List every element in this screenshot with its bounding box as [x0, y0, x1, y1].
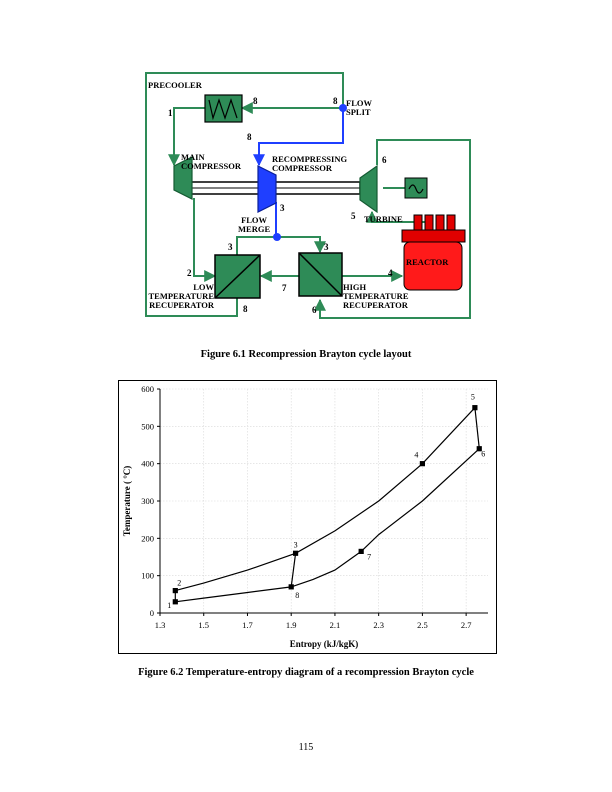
- state-point-marker: [292, 550, 299, 556]
- state-number: 1: [168, 108, 173, 118]
- x-tick-label: 2.1: [330, 620, 341, 630]
- pipe-split-to-recompressor: [253, 108, 344, 167]
- main-compressor-icon: [173, 156, 193, 200]
- y-axis-title: Temperature ( °C): [122, 466, 132, 537]
- y-tick-label: 300: [141, 496, 154, 506]
- y-tick-label: 200: [141, 533, 154, 543]
- high-recuperator-label: HIGH TEMPERATURE RECUPERATOR: [343, 282, 409, 310]
- y-tick-label: 500: [141, 421, 154, 431]
- state-number: 5: [351, 211, 356, 221]
- state-number: 8: [333, 96, 338, 106]
- recompressor-icon: [257, 165, 277, 213]
- state-point-label: 4: [414, 451, 418, 460]
- cycle-curve: [175, 407, 476, 592]
- ts-chart: 0 100 200 300 400 500 600 1.3 1.5 1.7 1.9 2.1 2.3 2.5…: [122, 384, 488, 649]
- cycle-layout-diagram: [145, 72, 471, 319]
- state-number: 8: [243, 304, 248, 314]
- x-tick-label: 2.7: [461, 620, 472, 630]
- pipe-outer-loop: [145, 72, 344, 317]
- state-number: 4: [388, 268, 393, 278]
- flow-split-node: [339, 104, 347, 112]
- recompressing-compressor-label: RECOMPRESSING COMPRESSOR: [272, 154, 348, 173]
- pipe-compressor-to-low-recup: [193, 198, 217, 282]
- reactor-icon: [401, 214, 466, 291]
- flow-split-label: FLOW SPLIT: [346, 98, 372, 117]
- page-number: 115: [298, 742, 314, 753]
- chart-frame: [118, 380, 497, 654]
- state-point-marker: [472, 405, 478, 411]
- pipe-low-recup-to-merge: [236, 236, 277, 255]
- cycle-curve: [175, 448, 480, 603]
- turbine-label: TURBINE: [364, 214, 403, 224]
- x-tick-label: 1.3: [155, 620, 166, 630]
- y-tick-label: 100: [141, 571, 154, 581]
- main-compressor-label: MAIN COMPRESSOR: [181, 152, 241, 171]
- state-point-label: 3: [294, 540, 298, 549]
- pipe-precooler-to-compressor: [168, 107, 205, 167]
- x-tick-label: 1.7: [242, 620, 253, 630]
- state-number: 2: [187, 268, 192, 278]
- state-point-marker: [476, 446, 482, 452]
- state-number: 6: [312, 305, 317, 315]
- state-number: 8: [247, 132, 252, 142]
- state-point-label: 1: [167, 601, 171, 610]
- x-axis-title: Entropy (kJ/kgK): [290, 639, 359, 649]
- state-point-marker: [288, 584, 294, 590]
- x-tick-label: 2.5: [417, 620, 428, 630]
- state-point-marker: [358, 548, 364, 554]
- x-tick-label: 1.9: [286, 620, 297, 630]
- state-point-marker: [419, 461, 425, 467]
- figure1-caption: Figure 6.1 Recompression Brayton cycle l…: [200, 349, 412, 360]
- state-point-label: 7: [367, 552, 371, 561]
- flow-merge-node: [273, 233, 281, 241]
- y-tick-label: 0: [150, 608, 154, 618]
- state-number: 3: [228, 242, 233, 252]
- state-point-label: 2: [177, 579, 181, 588]
- y-tick-label: 600: [141, 384, 154, 394]
- state-number: 7: [282, 283, 287, 293]
- state-point-marker: [172, 588, 178, 594]
- pipe-turbine-to-high-recup: [314, 139, 471, 319]
- x-tick-label: 1.5: [198, 620, 209, 630]
- turbine-icon: [359, 164, 378, 214]
- state-point-label: 5: [471, 393, 475, 402]
- state-number: 3: [324, 242, 329, 252]
- state-point-label: 8: [295, 591, 299, 600]
- state-point-marker: [172, 599, 178, 605]
- x-tick-label: 2.3: [373, 620, 384, 630]
- state-number: 8: [253, 96, 258, 106]
- pipe-merge-to-high-recup: [277, 236, 326, 254]
- low-recuperator-label: LOW TEMPERATURE RECUPERATOR: [148, 282, 215, 310]
- flow-merge-label: FLOW MERGE: [238, 215, 271, 234]
- cycle-curve: [290, 553, 297, 587]
- state-point-label: 6: [481, 450, 485, 459]
- precooler-label: PRECOOLER: [148, 80, 202, 90]
- y-tick-label: 400: [141, 459, 154, 469]
- figure2-caption: Figure 6.2 Temperature-entropy diagram o…: [138, 667, 474, 678]
- state-number: 3: [280, 203, 285, 213]
- state-number: 6: [382, 155, 387, 165]
- reactor-label: REACTOR: [406, 257, 449, 267]
- cycle-curve: [474, 407, 480, 449]
